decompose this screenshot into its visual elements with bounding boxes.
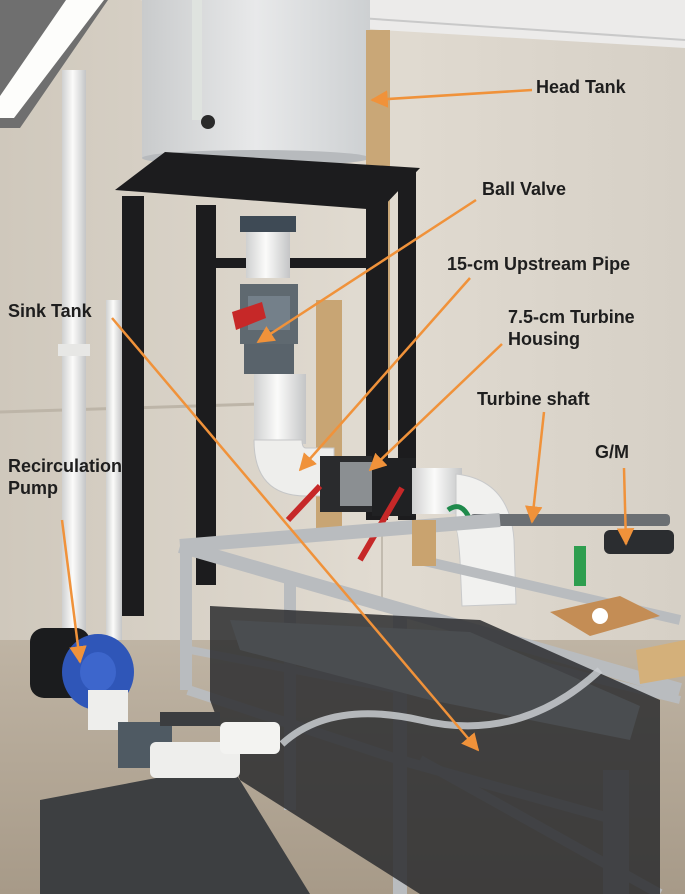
label-recirculation-pump-line2: Pump (8, 478, 59, 498)
ceiling-light (0, 0, 108, 128)
arrow-gm (616, 467, 635, 546)
arrow-upstream-pipe (298, 277, 471, 472)
supply-pipe (232, 216, 335, 497)
arrow-turbine-shaft (525, 411, 546, 524)
label-recirculation-pump-line1: Recirculation (8, 456, 123, 476)
arrow-turbine-housing (368, 343, 503, 472)
arrow-head-tank (370, 88, 533, 108)
wood-block (636, 640, 685, 684)
label-turbine-housing-line2: Housing (508, 329, 580, 349)
label-ball-valve: Ball Valve (482, 179, 567, 199)
label-upstream-pipe: 15-cm Upstream Pipe (447, 254, 631, 274)
head-tank (142, 0, 370, 166)
label-sink-tank: Sink Tank (8, 301, 92, 321)
ball-valve-handle (232, 302, 266, 330)
clear-hose (279, 667, 603, 747)
annotation-arrows (60, 88, 635, 752)
label-gm: G/M (595, 442, 629, 462)
arrow-sink-tank (111, 317, 480, 752)
floor-mat (40, 764, 310, 894)
arrow-ball-valve (256, 198, 477, 344)
label-turbine-shaft: Turbine shaft (477, 389, 590, 409)
label-recirculation-pump: Recirculation Pump (8, 455, 122, 499)
arrow-recirculation-pump (60, 519, 87, 664)
wood-block-left (412, 520, 436, 566)
label-turbine-housing: 7.5-cm Turbine Housing (508, 306, 635, 350)
label-head-tank: Head Tank (536, 77, 626, 97)
label-turbine-housing-line1: 7.5-cm Turbine (508, 307, 635, 327)
